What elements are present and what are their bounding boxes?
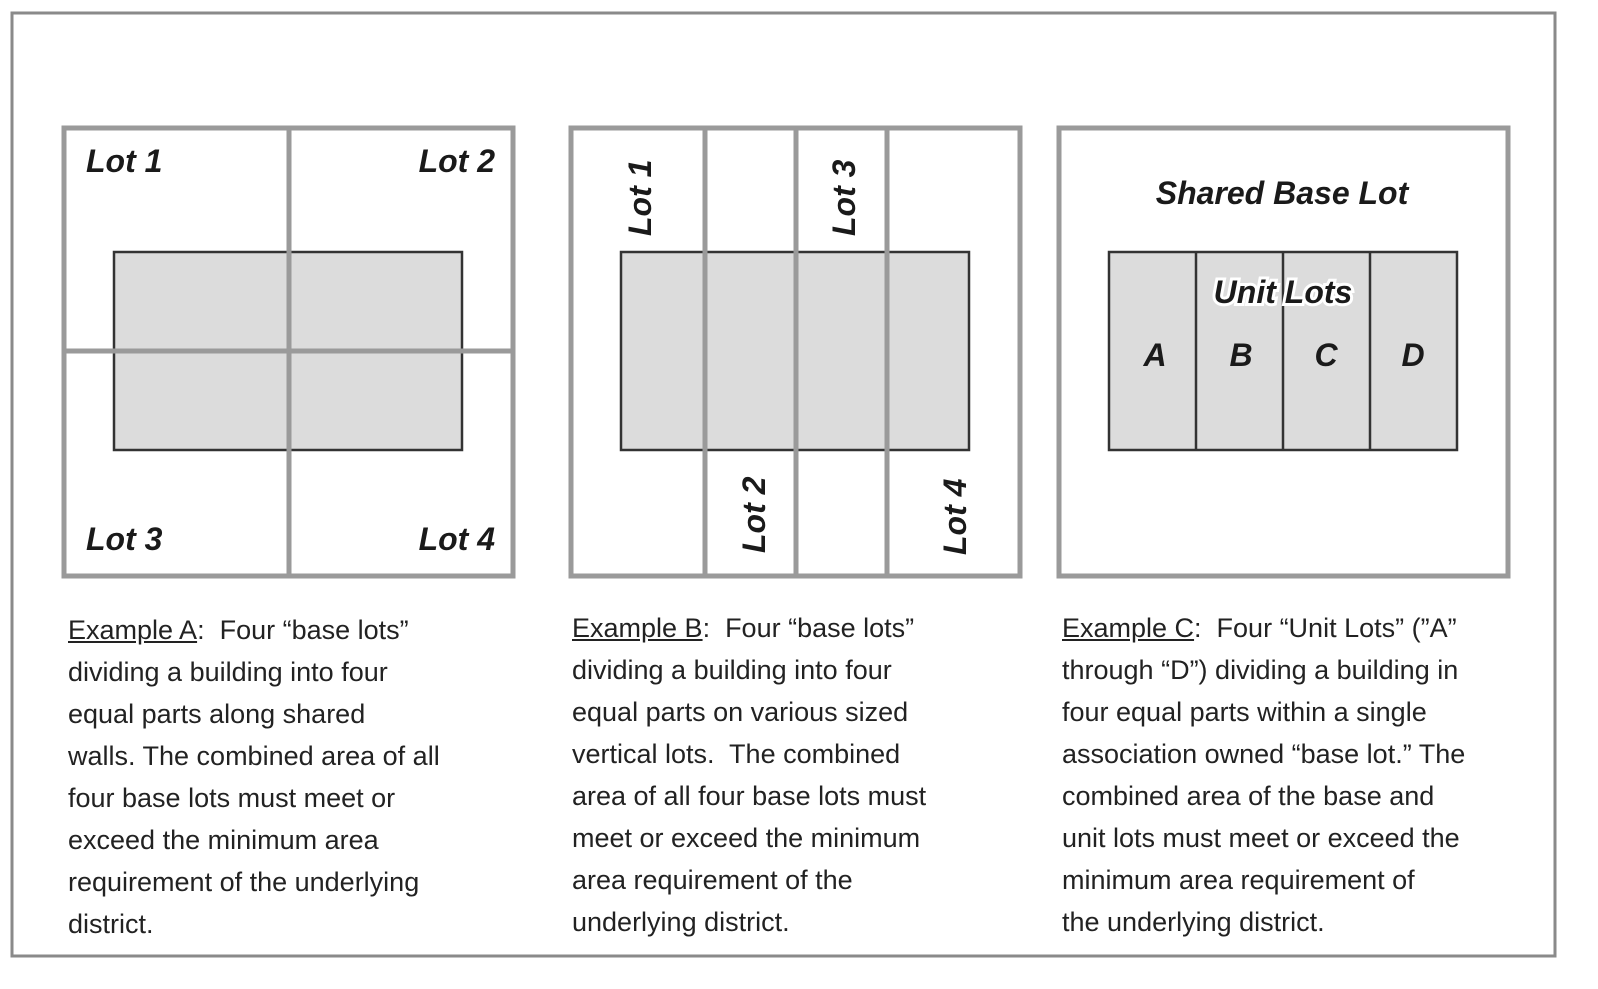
- unit-a-label: A: [1142, 337, 1166, 373]
- lot-1-label: Lot 1: [86, 143, 162, 179]
- caption-line: meet or exceed the minimum: [572, 823, 921, 853]
- caption-line: district.: [68, 909, 154, 939]
- caption-line: minimum area requirement of: [1062, 865, 1415, 895]
- example-a-caption: Example A: Four “base lots” dividing a b…: [68, 609, 440, 945]
- caption-line: area of all four base lots must: [572, 781, 927, 811]
- unit-c-label: C: [1314, 337, 1338, 373]
- caption-line: combined area of the base and: [1062, 781, 1435, 811]
- caption-line: exceed the minimum area: [68, 825, 379, 855]
- example-c-diagram: Shared Base Lot Unit Lots A B C D: [1056, 125, 1511, 579]
- caption-line: : Four “Unit Lots” (”A”: [1194, 613, 1457, 643]
- caption-line: equal parts on various sized: [572, 697, 909, 727]
- caption-line: association owned “base lot.” The: [1062, 739, 1466, 769]
- caption-line: : Four “base lots”: [702, 613, 915, 643]
- outer-frame: [10, 11, 1557, 958]
- caption-line: : Four “base lots”: [197, 615, 409, 645]
- caption-title: Example B: [572, 613, 703, 643]
- unit-lots-label: Unit Lots: [1214, 274, 1353, 310]
- unit-b-label: B: [1229, 337, 1252, 373]
- caption-line: four equal parts within a single: [1062, 697, 1427, 727]
- lot-4-label: Lot 4: [419, 521, 496, 557]
- lot-2-label: Lot 2: [736, 476, 772, 553]
- lot-2-label: Lot 2: [419, 143, 496, 179]
- caption-title: Example C: [1062, 613, 1195, 643]
- caption-title: Example A: [68, 615, 198, 645]
- example-c-caption: Example C: Four “Unit Lots” (”A” through…: [1062, 607, 1465, 943]
- example-b-caption: Example B: Four “base lots” dividing a b…: [572, 607, 926, 943]
- caption-line: underlying district.: [572, 907, 790, 937]
- example-b-diagram: Lot 1 Lot 2 Lot 3 Lot 4: [568, 125, 1023, 579]
- lot-3-label: Lot 3: [86, 521, 163, 557]
- caption-line: through “D”) dividing a building in: [1062, 655, 1459, 685]
- unit-d-label: D: [1401, 337, 1424, 373]
- shared-base-lot-label: Shared Base Lot: [1156, 175, 1410, 211]
- caption-line: unit lots must meet or exceed the: [1062, 823, 1460, 853]
- caption-line: dividing a building into four: [68, 657, 388, 687]
- caption-line: the underlying district.: [1062, 907, 1325, 937]
- lot-1-label: Lot 1: [622, 160, 658, 236]
- caption-line: area requirement of the: [572, 865, 853, 895]
- lot-3-label: Lot 3: [826, 159, 862, 236]
- caption-line: dividing a building into four: [572, 655, 892, 685]
- lot-4-label: Lot 4: [937, 478, 973, 555]
- caption-line: equal parts along shared: [68, 699, 366, 729]
- example-a-diagram: Lot 1 Lot 2 Lot 3 Lot 4: [61, 125, 516, 579]
- caption-line: vertical lots. The combined: [572, 739, 901, 769]
- caption-line: four base lots must meet or: [68, 783, 396, 813]
- caption-line: requirement of the underlying: [68, 867, 420, 897]
- caption-line: walls. The combined area of all: [68, 741, 440, 771]
